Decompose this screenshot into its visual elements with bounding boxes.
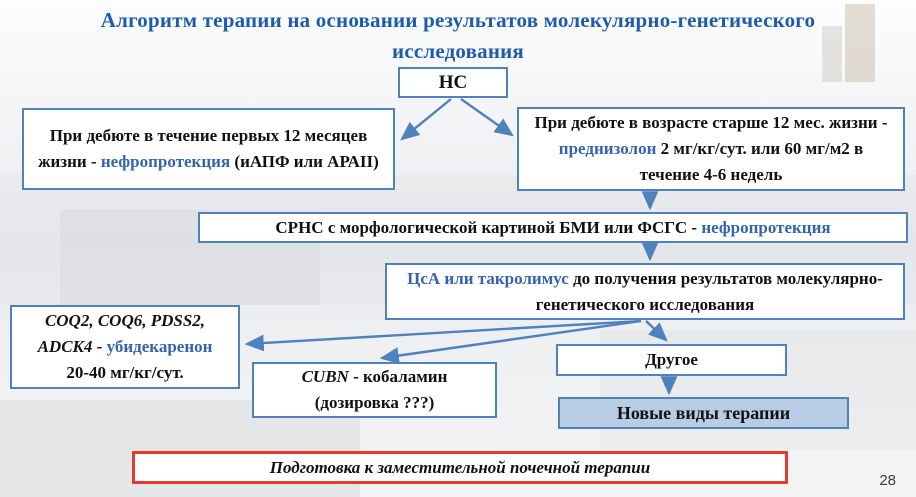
node-new-therapies-label: Новые виды терапии <box>616 403 791 423</box>
node-other-label: Другое <box>645 350 698 369</box>
node-onset-late-text: При дебюте в возрасте старше 12 мес. жиз… <box>534 113 888 184</box>
slide-title-line2: исследования <box>392 39 524 63</box>
node-cubn: CUBN - кобаламин (дозировка ???) <box>252 362 497 418</box>
node-coq-line1: COQ2, COQ6, PDSS2, <box>44 311 206 330</box>
highlight-prednisolone: преднизолон <box>558 139 657 158</box>
node-onset-early: При дебюте в течение первых 12 месяцев ж… <box>22 108 395 190</box>
node-renal-replacement-prep: Подготовка к заместительной почечной тер… <box>132 451 788 484</box>
node-onset-late: При дебюте в возрасте старше 12 мес. жиз… <box>517 107 905 191</box>
node-cubn-line2: (дозировка ???) <box>314 393 435 412</box>
node-ns: НС <box>398 67 508 98</box>
highlight-csa-tacrolimus: ЦсА или такролимус <box>407 268 569 288</box>
highlight-nephroprotection: нефропротекция <box>701 217 831 237</box>
slide-title: Алгоритм терапии на основании результато… <box>0 5 916 67</box>
node-srns-text: СРНС с морфологической картиной БМИ или … <box>275 217 831 237</box>
node-rrt-label: Подготовка к заместительной почечной тер… <box>269 457 651 477</box>
node-new-therapies: Новые виды терапии <box>558 397 849 429</box>
node-coq-genes: COQ2, COQ6, PDSS2, ADCK4 - убидекаренон … <box>10 305 240 389</box>
node-coq-line3: 20-40 мг/кг/сут. <box>66 363 184 382</box>
slide-title-line1: Алгоритм терапии на основании результато… <box>100 8 816 32</box>
node-cni-text: ЦсА или такролимус до получения результа… <box>407 268 883 314</box>
node-ns-label: НС <box>438 71 468 93</box>
highlight-ubidecarenone: убидекаренон <box>106 337 213 356</box>
node-cni: ЦсА или такролимус до получения результа… <box>385 263 905 320</box>
node-onset-early-text: При дебюте в течение первых 12 месяцев ж… <box>38 126 379 171</box>
node-coq-line2: ADCK4 - убидекаренон <box>37 337 213 356</box>
node-srns: СРНС с морфологической картиной БМИ или … <box>198 212 908 243</box>
node-cubn-line1: CUBN - кобаламин <box>301 367 448 386</box>
page-number: 28 <box>879 472 896 489</box>
highlight-nephroprotection: нефропротекция <box>100 152 231 171</box>
node-other: Другое <box>556 344 787 376</box>
